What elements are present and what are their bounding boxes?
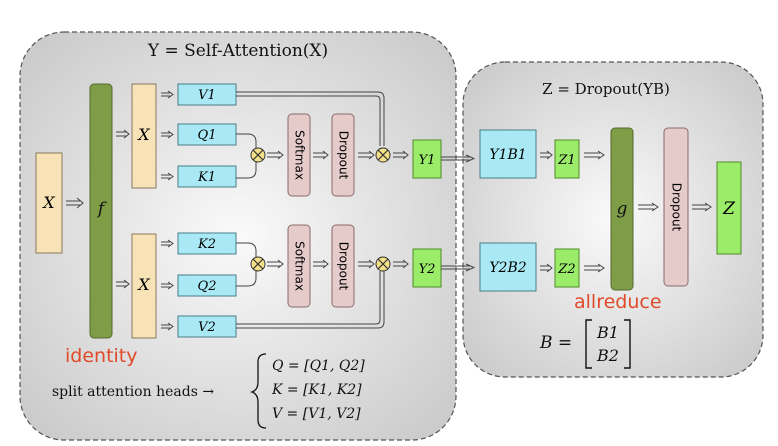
- v-split: V = [V1, V2]: [272, 406, 361, 422]
- head2-softmax-label: Softmax: [293, 241, 307, 291]
- head2-x-box: [131, 233, 157, 339]
- left-panel-title: Y = Self-Attention(X): [147, 41, 328, 61]
- head2-y-box: [412, 248, 442, 288]
- head2-z-box: [554, 248, 580, 288]
- head2-y-label: Y2: [419, 262, 436, 277]
- output-z-label: Z: [722, 199, 736, 219]
- output-z-box: [716, 161, 742, 255]
- head1-dropout-label: Dropout: [337, 131, 351, 180]
- b-equals: B =: [539, 333, 572, 353]
- head1-x-box: [131, 83, 157, 189]
- input-x-label: X: [41, 193, 55, 212]
- multiply-icon: [250, 147, 266, 163]
- final-dropout-label: Dropout: [670, 183, 684, 232]
- head1-yb-label: Y1B1: [489, 147, 526, 163]
- head2-x-label: X: [136, 275, 150, 294]
- input-x-box: [35, 152, 63, 254]
- split-heads-label: split attention heads →: [52, 384, 214, 400]
- k-split: K = [K1, K2]: [271, 382, 362, 398]
- f-block: [89, 83, 113, 339]
- allreduce-label: allreduce: [574, 291, 662, 313]
- double-arrow-icon: [66, 90, 712, 331]
- right-panel-title: Z = Dropout(YB): [542, 80, 670, 98]
- f-label: f: [96, 199, 107, 219]
- q-split: Q = [Q1, Q2]: [272, 358, 365, 374]
- g-block: [610, 127, 634, 291]
- b1-entry: B1: [596, 323, 619, 342]
- head2-yb-label: Y2B2: [489, 260, 526, 276]
- head2-softmax-box: [287, 224, 311, 308]
- head1-yb-box: [479, 129, 537, 179]
- head2-dropout-box: [331, 224, 355, 308]
- multiply-icon: [375, 256, 391, 272]
- head2-z-label: Z2: [557, 262, 575, 277]
- left-panel: [19, 31, 457, 441]
- head2-q-label: Q2: [198, 279, 217, 294]
- head2-v-label: V2: [198, 320, 216, 335]
- head1-v-label: V1: [198, 88, 216, 103]
- identity-label: identity: [65, 345, 138, 367]
- matrix-right-bracket: [624, 319, 631, 369]
- connectors: [236, 91, 470, 329]
- b2-entry: B2: [596, 346, 619, 365]
- head2-v-box: [177, 315, 237, 338]
- head1-dropout-box: [331, 113, 355, 197]
- head1-k-box: [177, 165, 237, 188]
- head1-z-box: [554, 139, 580, 179]
- head2-dropout-label: Dropout: [337, 242, 351, 291]
- head1-x-label: X: [136, 125, 150, 144]
- g-label: g: [617, 199, 628, 219]
- head1-y-label: Y1: [419, 153, 436, 168]
- head1-y-box: [412, 139, 442, 179]
- head1-k-label: K1: [197, 170, 216, 185]
- head1-softmax-box: [287, 113, 311, 197]
- final-dropout-box: [663, 127, 689, 287]
- brace-icon: [249, 353, 267, 429]
- head1-q-label: Q1: [198, 128, 217, 143]
- head1-softmax-label: Softmax: [293, 130, 307, 180]
- head2-yb-box: [479, 242, 537, 292]
- multiply-icon: [250, 256, 266, 272]
- head2-k-label: K2: [197, 237, 216, 252]
- multiply-icon: [375, 147, 391, 163]
- head1-v-box: [177, 83, 237, 106]
- matrix-left-bracket: [585, 319, 592, 369]
- head1-z-label: Z1: [557, 153, 575, 168]
